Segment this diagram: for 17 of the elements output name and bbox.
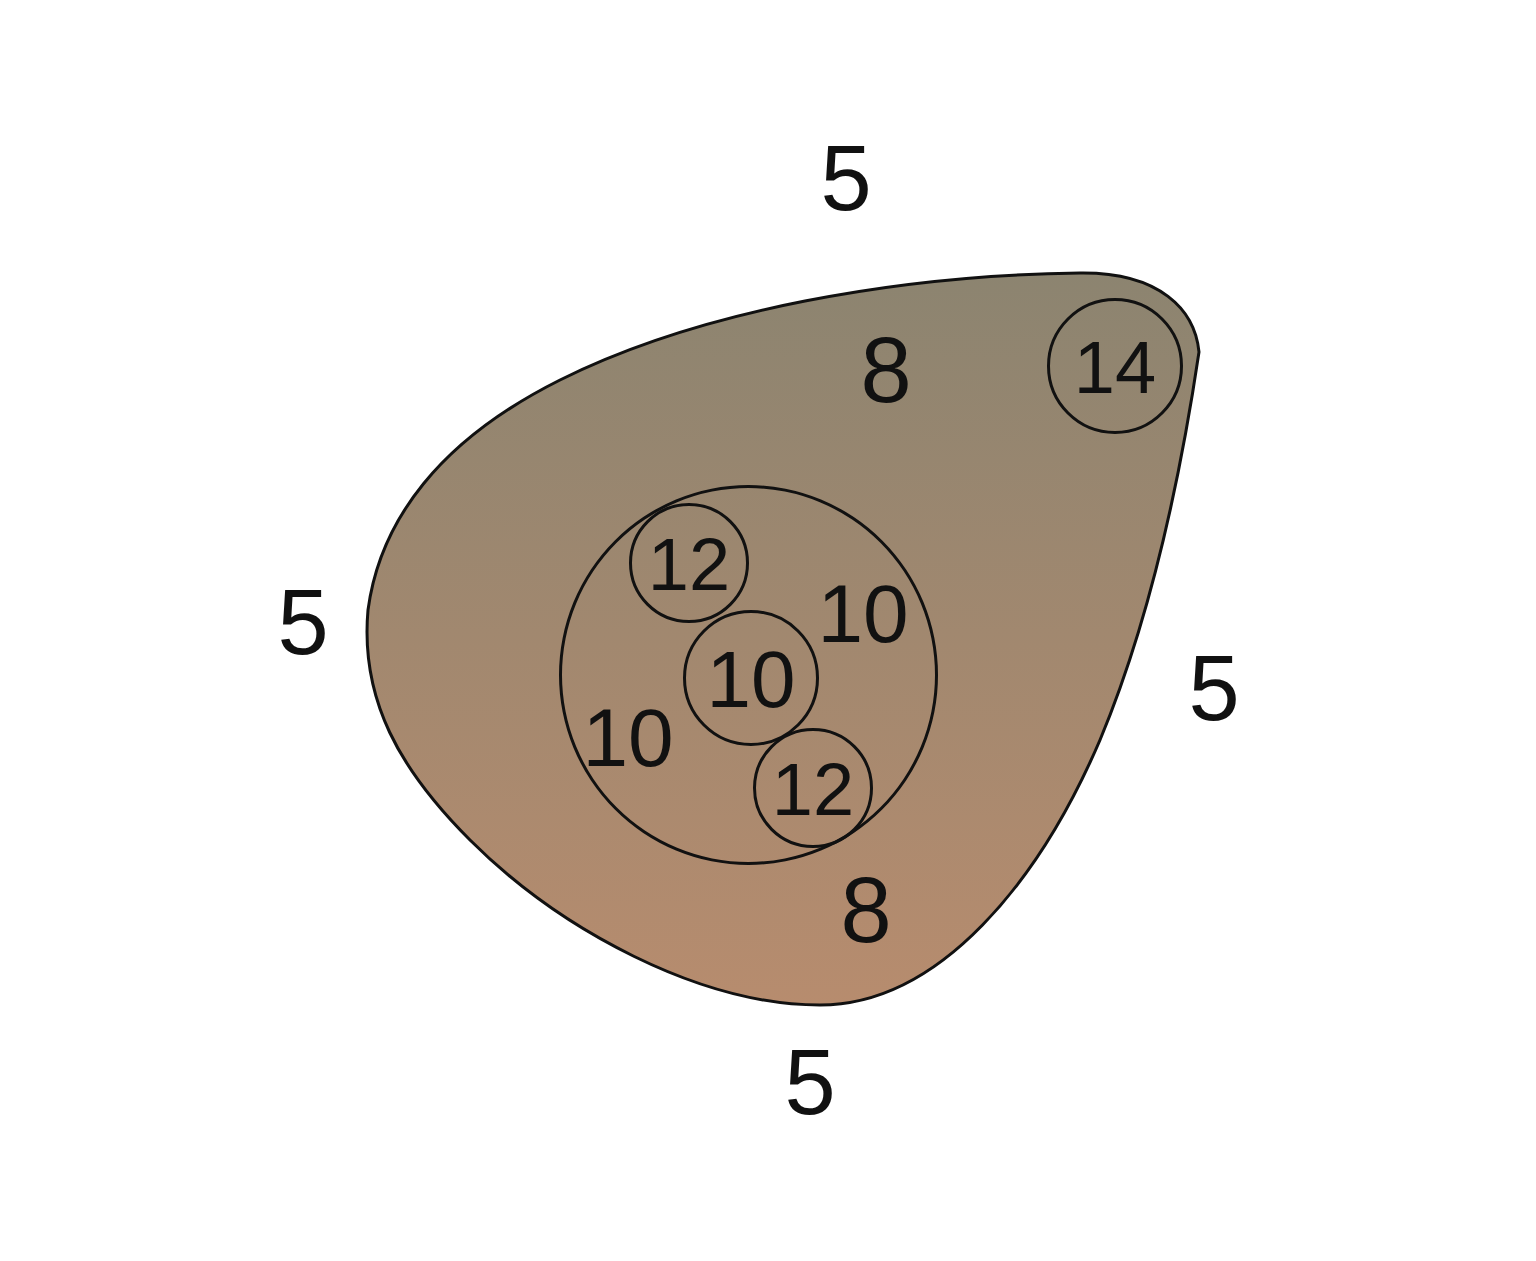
- elevation-number: 5: [1188, 642, 1240, 734]
- contour-circle: [629, 503, 749, 623]
- elevation-number: 5: [784, 1036, 836, 1128]
- contour-circle: [1047, 298, 1183, 434]
- contour-circle: [559, 485, 938, 865]
- elevation-number: 12: [771, 753, 855, 827]
- elevation-number: 5: [820, 132, 872, 224]
- elevation-number: 12: [647, 528, 731, 602]
- elevation-number: 5: [277, 576, 329, 668]
- elevation-number: 8: [860, 324, 912, 416]
- elevation-number: 10: [706, 640, 796, 720]
- elevation-number: 8: [840, 864, 892, 956]
- elevation-number: 14: [1073, 331, 1157, 405]
- elevation-number: 10: [817, 573, 909, 655]
- elevation-number: 10: [582, 697, 674, 779]
- contour-circle: [683, 610, 819, 746]
- contour-circle: [753, 728, 873, 848]
